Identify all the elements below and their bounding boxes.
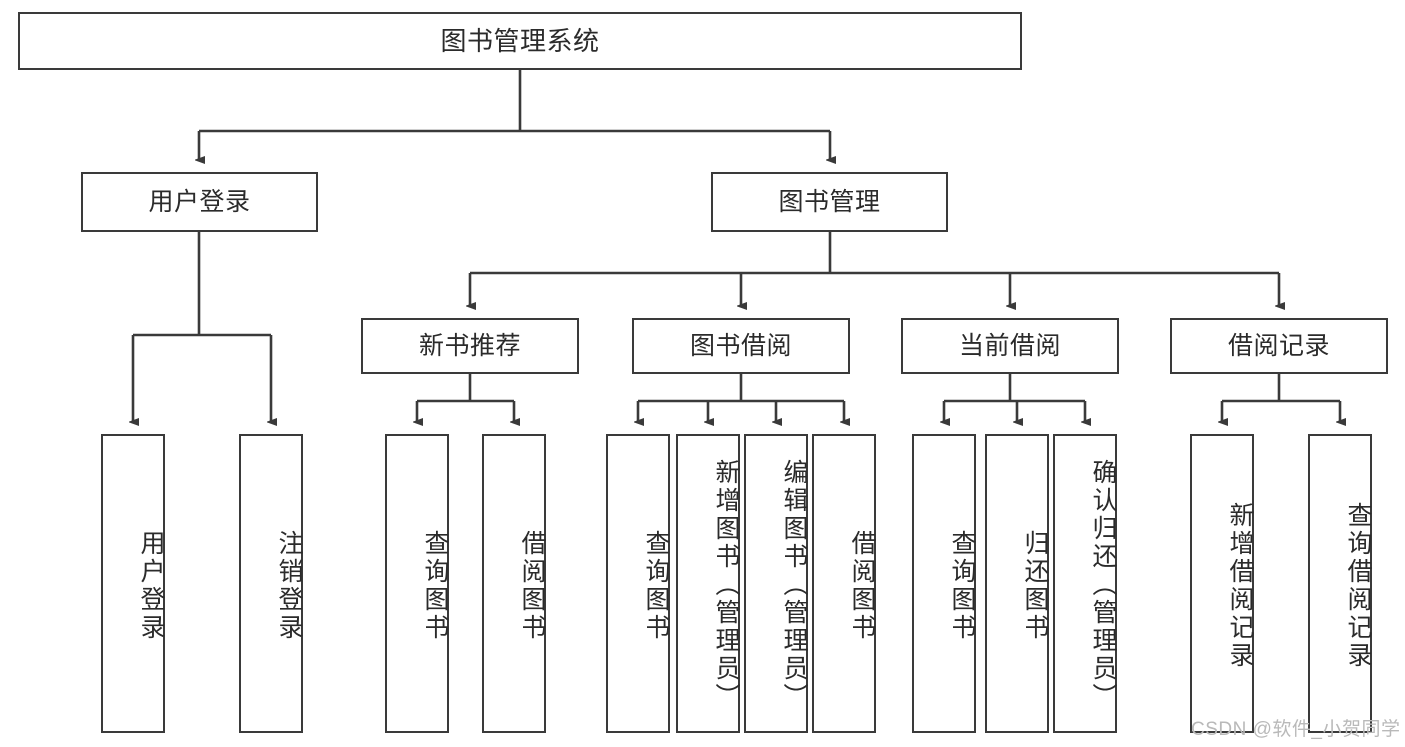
leaf-edit-book-label: 编辑图书（管理员） xyxy=(780,458,808,711)
node-user-login-label: 用户登录 xyxy=(148,187,251,216)
leaf-query-book-2-label: 查询图书 xyxy=(642,529,670,642)
node-new-book-recommend-label: 新书推荐 xyxy=(418,331,521,360)
node-user-login[interactable]: 用户登录 xyxy=(81,172,318,232)
leaf-logout-label: 注销登录 xyxy=(275,529,303,642)
leaf-logout[interactable]: 注销登录 xyxy=(239,434,303,733)
node-new-book-recommend[interactable]: 新书推荐 xyxy=(361,318,579,374)
leaf-borrow-book-1-label: 借阅图书 xyxy=(518,529,546,642)
leaf-user-login-label: 用户登录 xyxy=(137,529,165,642)
leaf-confirm-return[interactable]: 确认归还（管理员） xyxy=(1053,434,1117,733)
leaf-query-record-label: 查询借阅记录 xyxy=(1344,501,1372,670)
leaf-query-record[interactable]: 查询借阅记录 xyxy=(1308,434,1372,733)
node-borrow-record-label: 借阅记录 xyxy=(1227,331,1330,360)
node-book-borrow-label: 图书借阅 xyxy=(689,331,792,360)
leaf-edit-book[interactable]: 编辑图书（管理员） xyxy=(744,434,808,733)
leaf-query-book-1[interactable]: 查询图书 xyxy=(385,434,449,733)
leaf-query-book-2[interactable]: 查询图书 xyxy=(606,434,670,733)
leaf-query-book-3-label: 查询图书 xyxy=(948,529,976,642)
leaf-borrow-book-2-label: 借阅图书 xyxy=(848,529,876,642)
leaf-return-book-label: 归还图书 xyxy=(1021,529,1049,642)
node-book-borrow[interactable]: 图书借阅 xyxy=(632,318,850,374)
node-book-manage-label: 图书管理 xyxy=(778,187,881,216)
node-current-borrow[interactable]: 当前借阅 xyxy=(901,318,1119,374)
leaf-return-book[interactable]: 归还图书 xyxy=(985,434,1049,733)
leaf-add-book[interactable]: 新增图书（管理员） xyxy=(676,434,740,733)
node-book-manage[interactable]: 图书管理 xyxy=(711,172,948,232)
node-current-borrow-label: 当前借阅 xyxy=(958,331,1061,360)
leaf-confirm-return-label: 确认归还（管理员） xyxy=(1089,458,1117,711)
leaf-add-record[interactable]: 新增借阅记录 xyxy=(1190,434,1254,733)
csdn-watermark: CSDN @软件_小贺同学 xyxy=(1191,719,1401,740)
leaf-user-login[interactable]: 用户登录 xyxy=(101,434,165,733)
leaf-add-book-label: 新增图书（管理员） xyxy=(712,458,740,711)
node-root-label: 图书管理系统 xyxy=(440,26,600,56)
leaf-borrow-book-1[interactable]: 借阅图书 xyxy=(482,434,546,733)
leaf-add-record-label: 新增借阅记录 xyxy=(1226,501,1254,670)
node-borrow-record[interactable]: 借阅记录 xyxy=(1170,318,1388,374)
leaf-query-book-1-label: 查询图书 xyxy=(421,529,449,642)
leaf-borrow-book-2[interactable]: 借阅图书 xyxy=(812,434,876,733)
leaf-query-book-3[interactable]: 查询图书 xyxy=(912,434,976,733)
node-root-system[interactable]: 图书管理系统 xyxy=(18,12,1022,70)
